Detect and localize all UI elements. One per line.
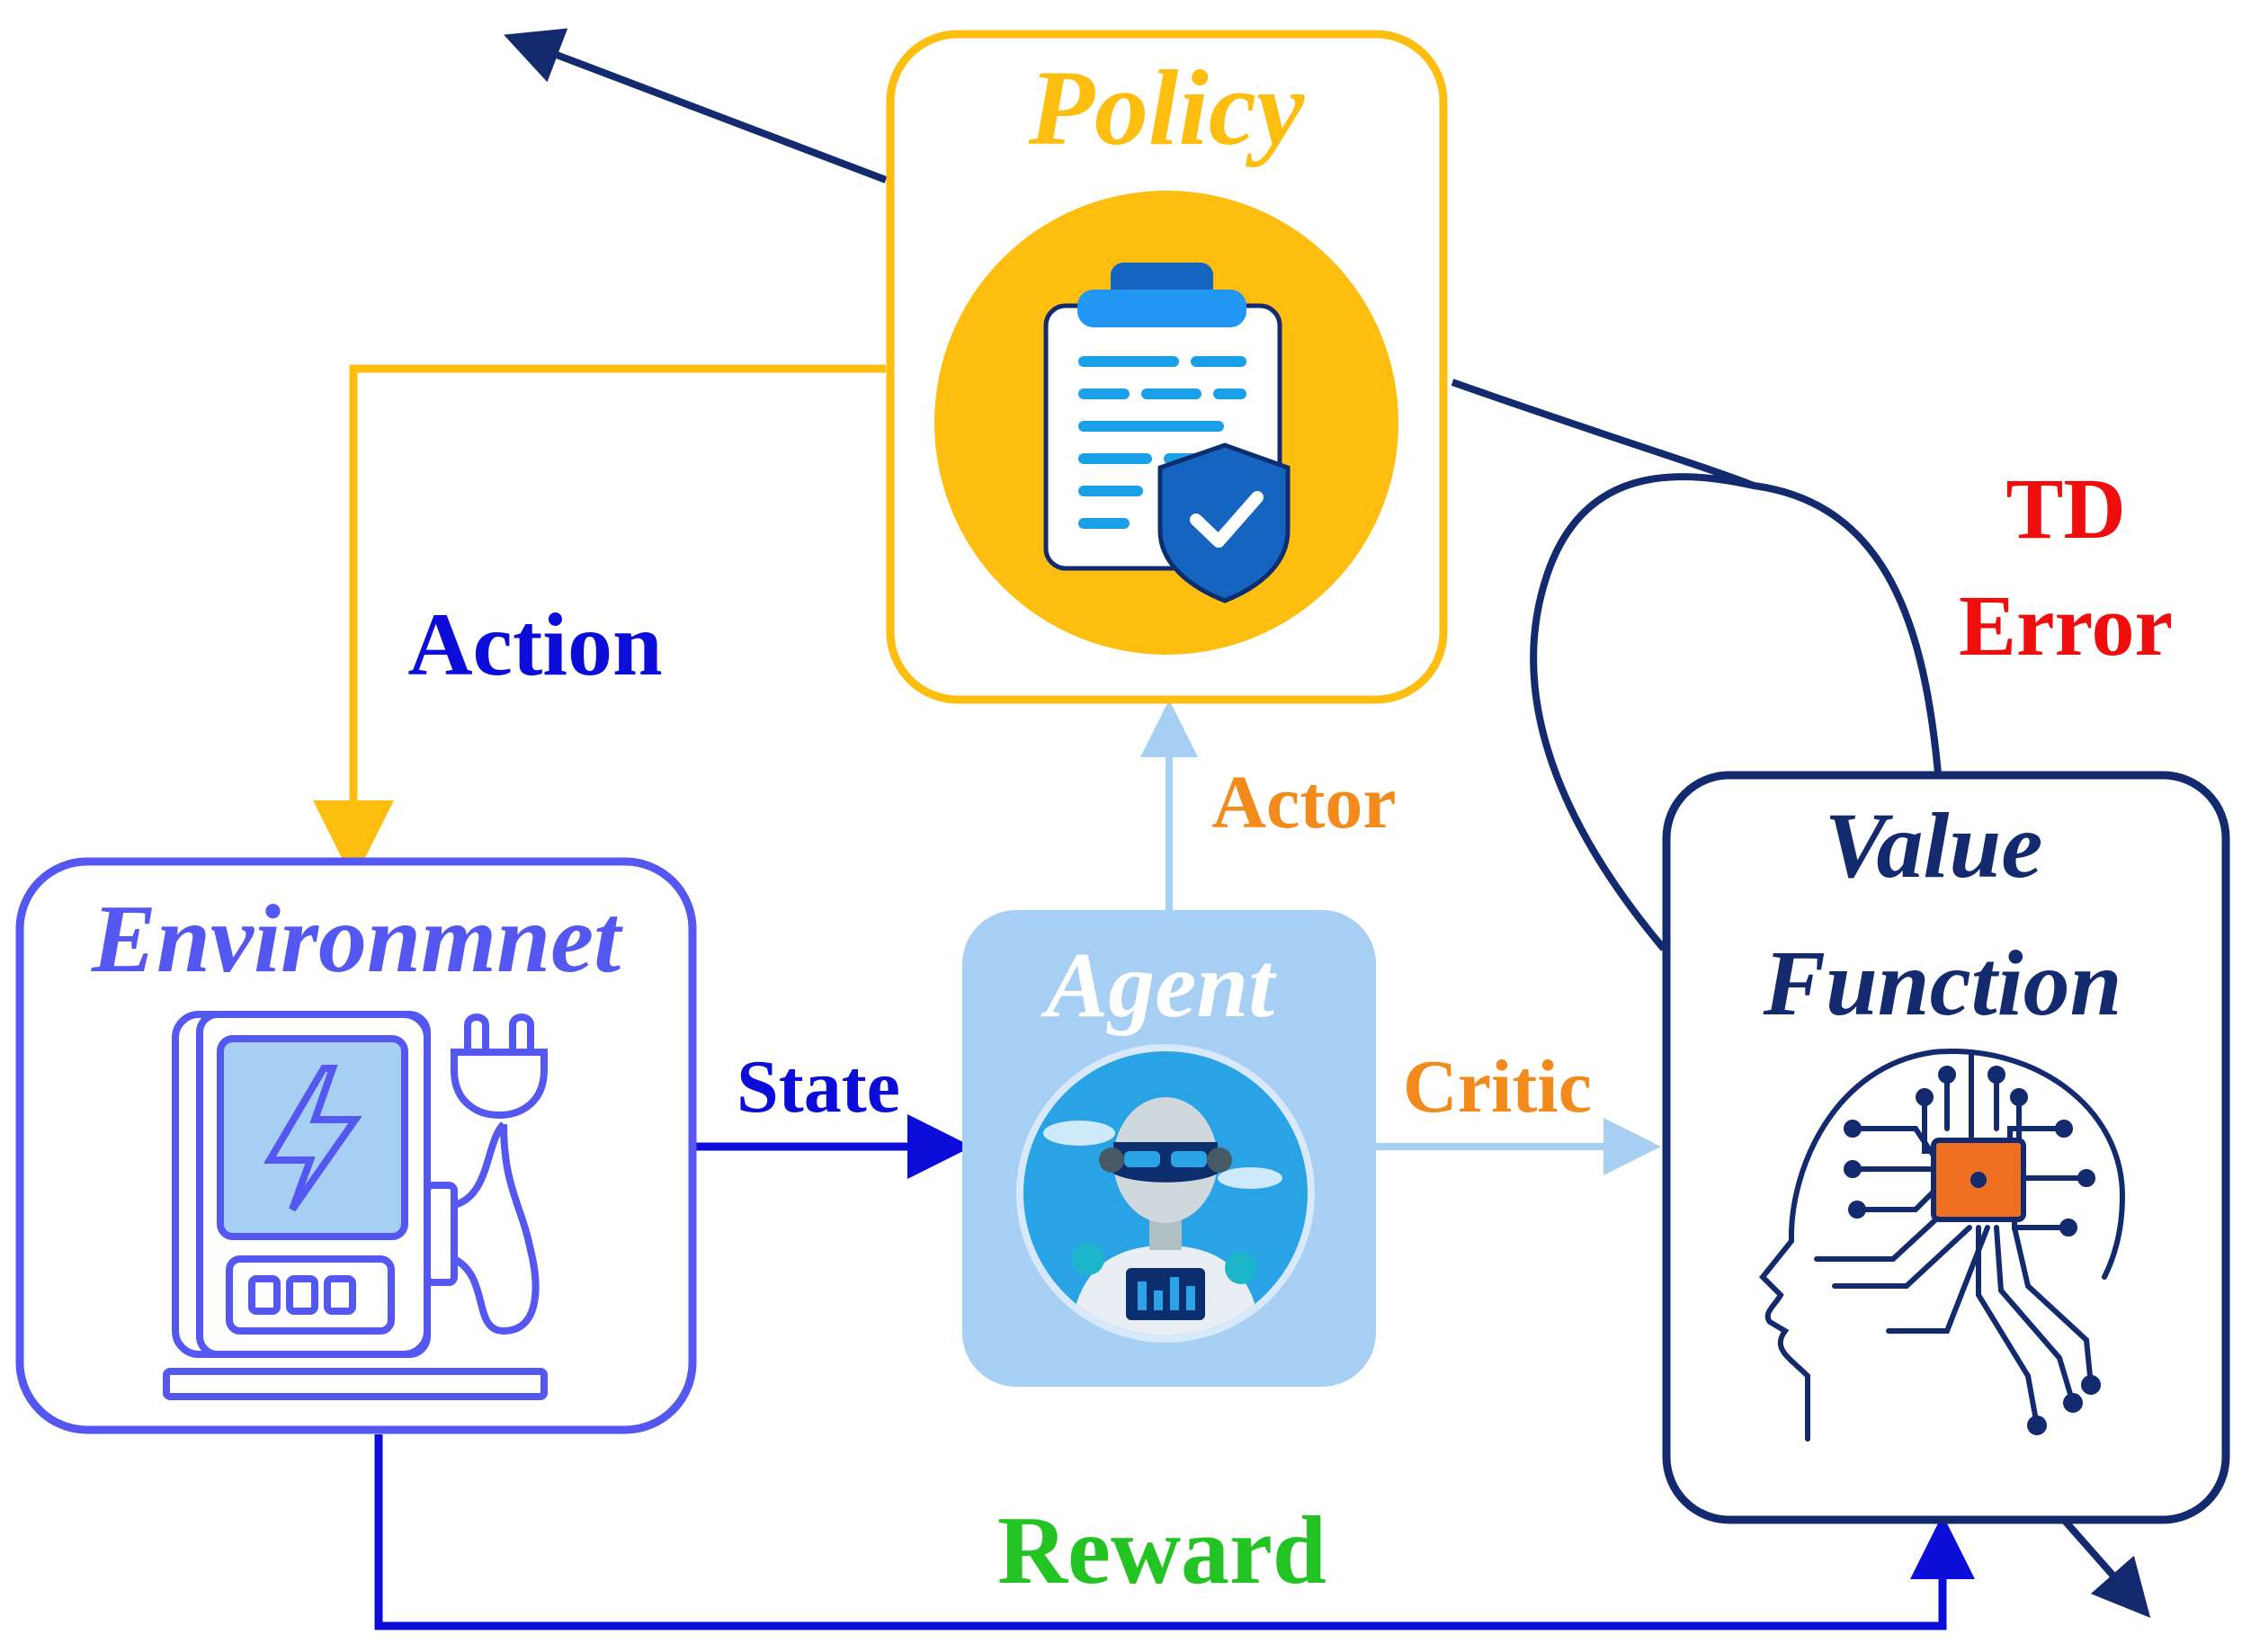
action-label: Action [407,594,662,694]
policy-title: Policy [1028,48,1305,167]
td-error-label-line2: Error [1959,577,2173,674]
value-function-title-line1: Value [1825,794,2043,897]
agent-node: Agent [962,910,1376,1387]
state-label: State [737,1045,900,1129]
value-function-title-line2: Function [1763,932,2122,1035]
value-function-node: Value Function [1662,771,2230,1524]
critic-label: Critic [1403,1045,1592,1129]
clipboard-shield-icon [934,191,1398,655]
td-error-loop [1451,379,1942,951]
td-error-label-line1: TD [2005,460,2125,557]
environment-title: Environmnet [91,886,623,993]
reward-label: Reward [997,1497,1326,1604]
environment-node: Environmnet [15,857,697,1434]
value-update-arrow [2061,1517,2151,1618]
agent-title: Agent [1041,933,1277,1037]
brain-chip-icon [1758,1049,2126,1442]
action-arrow [313,364,886,881]
ev-charger-icon [163,1011,548,1400]
policy-update-arrow [504,28,888,183]
policy-node: Policy [886,30,1448,704]
robot-icon [1016,1044,1315,1343]
actor-label: Actor [1211,761,1396,844]
reward-arrow [374,1434,1975,1630]
